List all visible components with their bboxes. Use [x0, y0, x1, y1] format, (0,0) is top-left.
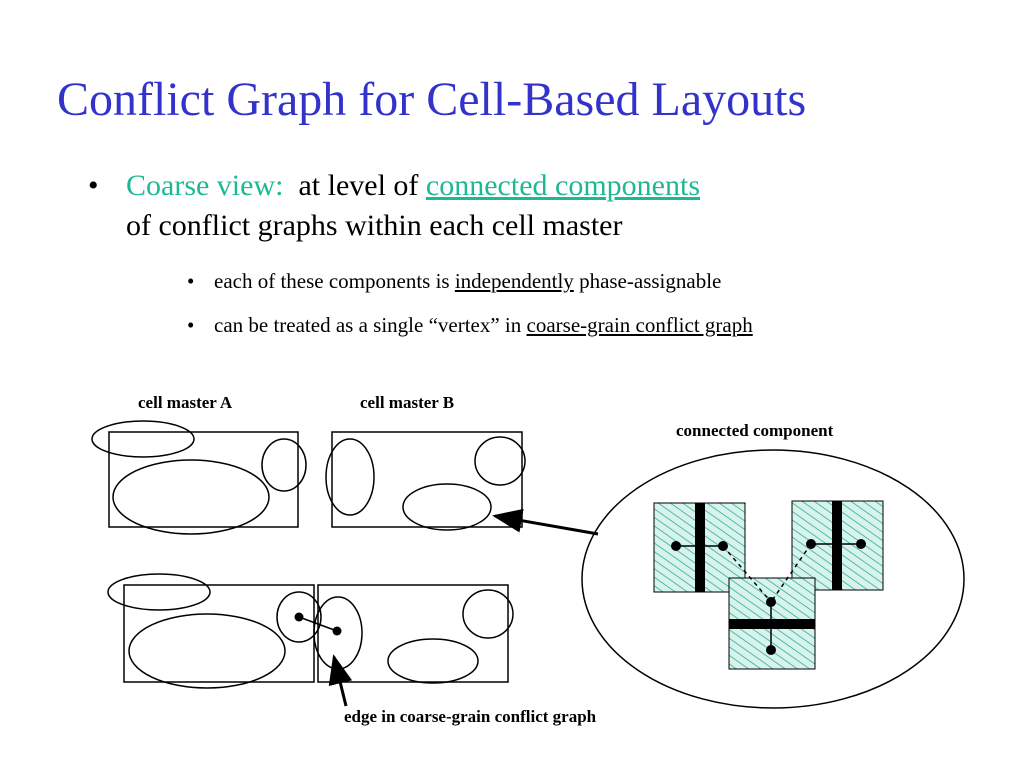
- component-arrow: [492, 508, 599, 536]
- bullet-marker: •: [88, 169, 99, 202]
- sub-bullet-marker: •: [187, 269, 195, 293]
- sub-bullet-text: can be treated as a single “vertex” in c…: [214, 310, 884, 340]
- component-ellipse: [261, 438, 307, 492]
- cell-master-b: [325, 431, 526, 531]
- sub-bullet-text: each of these components is independentl…: [214, 266, 884, 296]
- graph-vertex: [671, 541, 681, 551]
- sub-bullet-marker: •: [187, 313, 195, 337]
- component-ellipse: [402, 483, 492, 531]
- component-ellipse: [112, 459, 270, 535]
- coarse-vertex: [332, 626, 342, 636]
- shifter-bar: [832, 501, 842, 590]
- connected-component-label: connected component: [676, 421, 834, 440]
- component-ellipse: [276, 591, 322, 643]
- sub-bullet-before: can be treated as a single “vertex” in: [214, 313, 522, 337]
- cell-master-b-label: cell master B: [360, 393, 455, 412]
- graph-vertex: [766, 645, 776, 655]
- main-bullet-text-b: of conflict graphs within each cell mast…: [126, 209, 623, 242]
- placed-cell-b-box: [317, 584, 509, 683]
- component-ellipse: [91, 420, 195, 458]
- sub-bullet-underlined: coarse-grain conflict graph: [526, 313, 753, 337]
- graph-vertex: [718, 541, 728, 551]
- coarse-vertex: [294, 612, 304, 622]
- component-ellipse: [325, 438, 375, 516]
- main-bullet-text: Coarse view: at level of connected compo…: [126, 166, 946, 246]
- sub-bullet-before: each of these components is: [214, 269, 450, 293]
- cell-master-a: [91, 420, 307, 535]
- shifter-bar: [729, 619, 815, 629]
- component-ellipse: [107, 573, 211, 611]
- coarse-grain-edge: [298, 616, 338, 632]
- connected-components-link[interactable]: connected components: [425, 169, 700, 202]
- edge-label-arrow: [328, 654, 353, 707]
- coarse-view-label: Coarse view:: [126, 169, 284, 202]
- graph-vertex: [766, 597, 776, 607]
- shifter-bar: [695, 503, 705, 592]
- placed-cell-b: [313, 584, 514, 684]
- cell-master-b-box: [331, 431, 523, 528]
- connected-component-detail: [653, 500, 884, 670]
- placed-cell-a-box: [123, 584, 315, 683]
- graph-vertex: [806, 539, 816, 549]
- conflict-edge-dashed: [770, 543, 812, 603]
- sub-bullet-underlined: independently: [454, 269, 574, 293]
- component-ellipse: [128, 613, 286, 689]
- component-ellipse: [474, 436, 526, 486]
- cell-master-a-label: cell master A: [138, 393, 233, 412]
- slide-title: Conflict Graph for Cell-Based Layouts: [57, 73, 807, 126]
- component-ellipse: [387, 638, 479, 684]
- cell-master-a-box: [108, 431, 299, 528]
- connected-component-ellipse: [581, 449, 965, 709]
- sub-bullet-after: phase-assignable: [579, 269, 722, 293]
- component-ellipse: [462, 589, 514, 639]
- graph-vertex: [856, 539, 866, 549]
- main-bullet-text-a: at level of: [298, 169, 419, 202]
- placed-cell-a: [107, 573, 322, 689]
- coarse-edge-label: edge in coarse-grain conflict graph: [344, 707, 597, 726]
